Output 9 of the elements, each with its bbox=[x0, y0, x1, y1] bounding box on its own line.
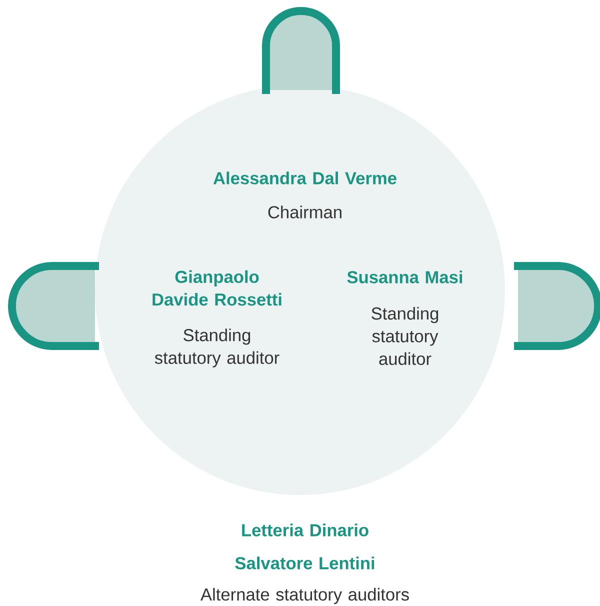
person-name: Salvatore Lentini bbox=[235, 556, 374, 570]
role-text: Standing statutory auditor bbox=[372, 306, 438, 366]
person-name: Letteria Dinario bbox=[242, 524, 368, 536]
role-text: Chairman bbox=[268, 206, 342, 218]
person-name: Susanna Masi bbox=[347, 270, 462, 284]
role-text: Alternate statutory auditors bbox=[200, 588, 409, 604]
person-name: Alessandra Dal Verme bbox=[213, 172, 396, 184]
person-name: Gianpaolo Davide Rossetti bbox=[152, 270, 282, 306]
role-text: Standing statutory auditor bbox=[154, 328, 280, 368]
